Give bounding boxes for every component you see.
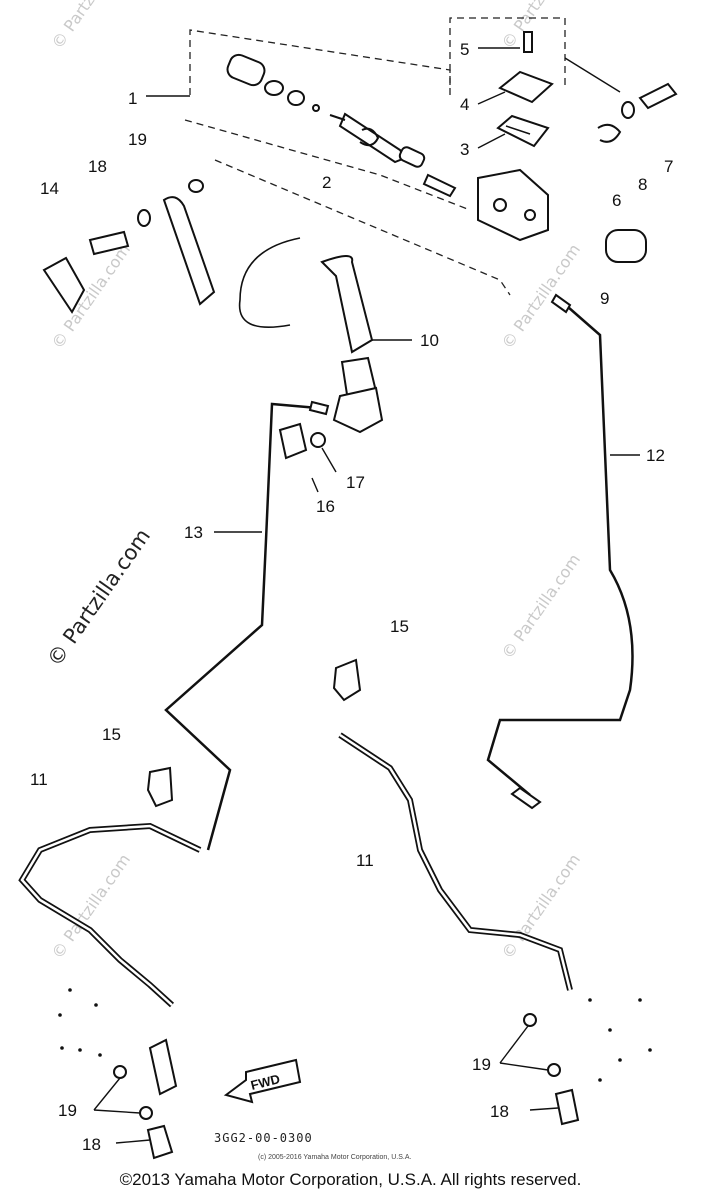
- reservoir-parts: [496, 31, 554, 148]
- callout-15-right: 15: [390, 617, 409, 636]
- callout-18-right: 18: [490, 1102, 509, 1121]
- brake-hose-right-inner: [339, 733, 572, 991]
- brake-hose-right: [338, 732, 573, 991]
- callout-9: 9: [600, 289, 609, 308]
- callout-7: 7: [664, 157, 673, 176]
- union-bolt: [278, 422, 326, 460]
- callout-18-left: 18: [82, 1135, 101, 1154]
- pipe-fitting: [510, 786, 542, 810]
- callout-14: 14: [40, 179, 59, 198]
- copyright-notice: ©2013 Yamaha Motor Corporation, U.S.A. A…: [119, 1170, 582, 1189]
- callout-19-top: 19: [128, 130, 147, 149]
- callout-5: 5: [460, 40, 469, 59]
- callout-11-right: 11: [356, 851, 374, 870]
- forward-arrow: FWD: [223, 1058, 302, 1104]
- callout-19-right: 19: [472, 1055, 491, 1074]
- callout-18-top: 18: [88, 157, 107, 176]
- watermark-text-main: © Partzilla.com: [42, 524, 155, 671]
- callout-labels: 1 2 3 4 5 6 7 8 9 10 11 11 12 13 14 15 1…: [30, 40, 673, 1154]
- callout-19-left: 19: [58, 1101, 77, 1120]
- pipe-fitting: [308, 400, 330, 416]
- brake-pipe-left: [164, 402, 319, 851]
- left-lever-parts: [42, 179, 216, 314]
- image-credit: (c) 2005-2016 Yamaha Motor Corporation, …: [258, 1154, 411, 1161]
- brake-hose-left: [18, 822, 202, 1008]
- lever-pivot-parts: [597, 82, 678, 263]
- hose-clips: [146, 658, 362, 808]
- watermark-text: © Partzilla.com: [48, 0, 134, 52]
- master-cylinder-body: [477, 168, 549, 242]
- reservoir-hose: [320, 255, 384, 434]
- watermark-text: © Partzilla.com: [498, 550, 584, 662]
- caliper-hint: [58, 988, 652, 1082]
- watermark-text: © Partzilla.com: [48, 850, 134, 962]
- callout-4: 4: [460, 95, 469, 114]
- piston-kit: [226, 53, 457, 198]
- forward-label: FWD: [249, 1071, 281, 1093]
- reservoir-line: [238, 237, 301, 329]
- leader-lines: [93, 47, 640, 1144]
- callout-13: 13: [184, 523, 203, 542]
- callout-17: 17: [346, 473, 365, 492]
- caliper-fasteners: [113, 1013, 580, 1160]
- assembly-outline: [184, 17, 566, 296]
- watermark-text: © Partzilla.com: [498, 0, 584, 52]
- callout-11-left: 11: [30, 770, 48, 789]
- diagram-code: 3GG2-00-0300: [214, 1131, 313, 1145]
- brake-pipe-right: [486, 299, 634, 796]
- callout-8: 8: [638, 175, 647, 194]
- callout-16: 16: [316, 497, 335, 516]
- brake-hose-left-inner: [20, 824, 201, 1006]
- callout-2: 2: [322, 173, 331, 192]
- callout-1: 1: [128, 89, 137, 108]
- callout-6: 6: [612, 191, 621, 210]
- callout-15-left: 15: [102, 725, 121, 744]
- pipe-fitting: [550, 293, 572, 314]
- watermark-text: © Partzilla.com: [498, 240, 584, 352]
- callout-12: 12: [646, 446, 665, 465]
- callout-3: 3: [460, 140, 469, 159]
- callout-10: 10: [420, 331, 439, 350]
